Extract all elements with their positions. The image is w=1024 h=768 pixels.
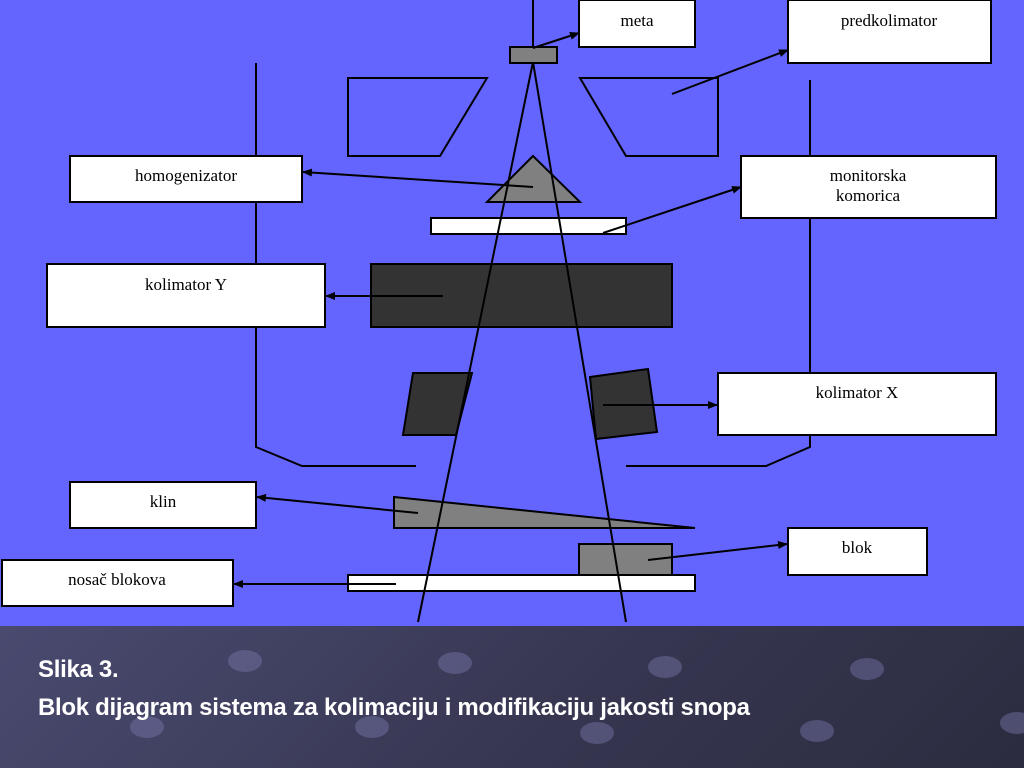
block-holder <box>347 574 696 592</box>
label-meta: meta <box>620 11 653 30</box>
label-predkolimator: predkolimator <box>841 11 938 30</box>
label-box-blok <box>787 527 928 576</box>
label-nosac: nosač blokova <box>68 570 166 589</box>
beam-left <box>417 61 534 623</box>
label-kolimator-y: kolimator Y <box>145 275 227 294</box>
label-box-kolimator-x <box>717 372 997 436</box>
diagram: meta predkolimator homogenizator monitor… <box>1 0 997 623</box>
predkolimator-right <box>578 77 719 157</box>
arrow-monitorska <box>602 186 742 234</box>
decor-dot <box>648 656 682 678</box>
label-monitorska-1: monitorska <box>830 166 907 185</box>
arrow-klin <box>256 493 419 514</box>
label-box-homogenizator <box>69 155 303 203</box>
wedge <box>393 495 696 529</box>
caption-title: Slika 3. <box>38 656 119 683</box>
target <box>509 46 558 64</box>
decor-dot <box>800 720 834 742</box>
arrow-predkolimator <box>671 49 789 95</box>
collimator-x-left <box>401 372 474 436</box>
arrow-homogenizator <box>302 168 534 188</box>
label-kolimator-x: kolimator X <box>816 383 899 402</box>
caption-band <box>0 626 1024 768</box>
predkolimator-left <box>347 77 489 157</box>
decor-dot <box>228 650 262 672</box>
housing-left <box>255 63 416 467</box>
label-box-kolimator-y <box>46 263 326 328</box>
label-box-predkolimator <box>787 0 992 64</box>
label-blok: blok <box>842 538 873 557</box>
label-homogenizator: homogenizator <box>135 166 237 185</box>
label-monitorska-2: komorica <box>836 186 901 205</box>
decor-dot <box>130 716 164 738</box>
beam-right <box>532 61 627 623</box>
housing-right <box>626 80 811 467</box>
decor-dot <box>850 658 884 680</box>
label-box-monitorska <box>740 155 997 219</box>
label-box-klin <box>69 481 257 529</box>
monitor-chamber <box>430 217 627 235</box>
arrow-meta <box>532 31 580 49</box>
decor-dot <box>1000 712 1024 734</box>
decor-dot <box>355 716 389 738</box>
label-box-meta <box>578 0 696 48</box>
label-klin: klin <box>150 492 177 511</box>
decor-dot <box>438 652 472 674</box>
arrow-blok <box>647 541 788 561</box>
decor-dot <box>580 722 614 744</box>
homogenizator-shape <box>484 154 583 203</box>
caption-text: Blok dijagram sistema za kolimaciju i mo… <box>38 694 750 721</box>
